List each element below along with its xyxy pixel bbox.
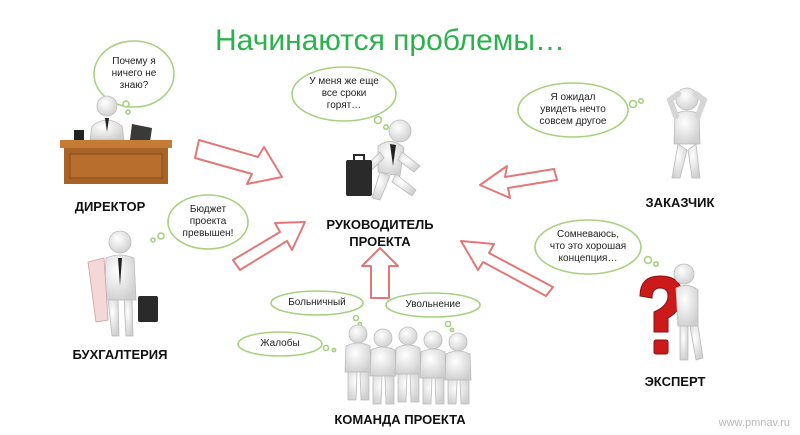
bubble-expert-line: Сомневаюсь, (557, 229, 619, 240)
arrow-team (361, 247, 399, 299)
bubble-accounting-line: Бюджет (189, 204, 227, 215)
label-team: КОМАНДА ПРОЕКТА (334, 412, 466, 427)
bubble-customer-line: увидеть нечто (540, 104, 606, 115)
bubble-accounting (167, 194, 249, 250)
label-accounting: БУХГАЛТЕРИЯ (72, 347, 168, 362)
arrow-accounting (232, 221, 306, 271)
bubble-manager-line: горят… (326, 100, 362, 111)
question-mark-icon (639, 275, 683, 333)
bubble-accounting-line: проекта (189, 216, 227, 227)
bubble-expert-line: концепция… (558, 253, 618, 264)
bubble-text-accounting: Бюджет проекта превышен! (172, 204, 244, 240)
bubble-expert-line: что это хорошая (549, 241, 627, 252)
bubble-text-director: Почему я ничего не знаю? (98, 56, 170, 92)
label-director: ДИРЕКТОР (74, 199, 146, 214)
bubble-text-customer: Я ожидал увидеть нечто совсем другое (524, 92, 622, 128)
director-figure (60, 95, 172, 184)
bubble-expert (534, 219, 642, 275)
label-customer: ЗАКАЗЧИК (645, 195, 715, 210)
label-expert: ЭКСПЕРТ (644, 374, 706, 389)
bubble-customer (517, 82, 629, 138)
arrow-customer (479, 165, 558, 199)
bubble-director-line: ничего не (111, 68, 157, 79)
bubble-text-complaints: Жалобы (260, 338, 300, 349)
label-manager-line1: РУКОВОДИТЕЛЬ (326, 217, 434, 232)
bubble-complaints (237, 331, 323, 357)
arrow-director (194, 139, 283, 185)
manager-figure (346, 119, 421, 201)
bubble-manager-line: У меня же еще (309, 76, 379, 87)
bubble-customer-line: совсем другое (539, 116, 607, 127)
bubble-dismissal (385, 292, 481, 318)
bubble-manager-line: все сроки (321, 88, 367, 99)
label-manager: РУКОВОДИТЕЛЬ ПРОЕКТА (320, 216, 440, 250)
bubble-sick (270, 290, 364, 316)
bubble-text-expert: Сомневаюсь, что это хорошая концепция… (540, 229, 636, 265)
accounting-figure (87, 230, 158, 337)
team-figures (344, 324, 472, 405)
bubble-director (93, 40, 175, 108)
bubble-text-manager: У меня же еще все сроки горят… (298, 76, 390, 112)
bubble-text-dismissal: Увольнение (405, 299, 461, 310)
bubble-manager (291, 66, 397, 122)
bubble-director-line: Почему я (112, 56, 156, 67)
bubble-accounting-line: превышен! (182, 228, 234, 239)
arrow-expert (460, 240, 554, 297)
bubble-director-line: знаю? (119, 80, 149, 91)
page-title: Начинаются проблемы… (215, 24, 565, 57)
bubble-text-sick: Больничный (288, 297, 346, 308)
watermark: www.pmnav.ru (718, 417, 790, 429)
bubble-customer-line: Я ожидал (550, 92, 596, 103)
expert-figure (639, 263, 704, 361)
label-manager-line2: ПРОЕКТА (349, 234, 411, 249)
customer-figure (666, 87, 708, 179)
